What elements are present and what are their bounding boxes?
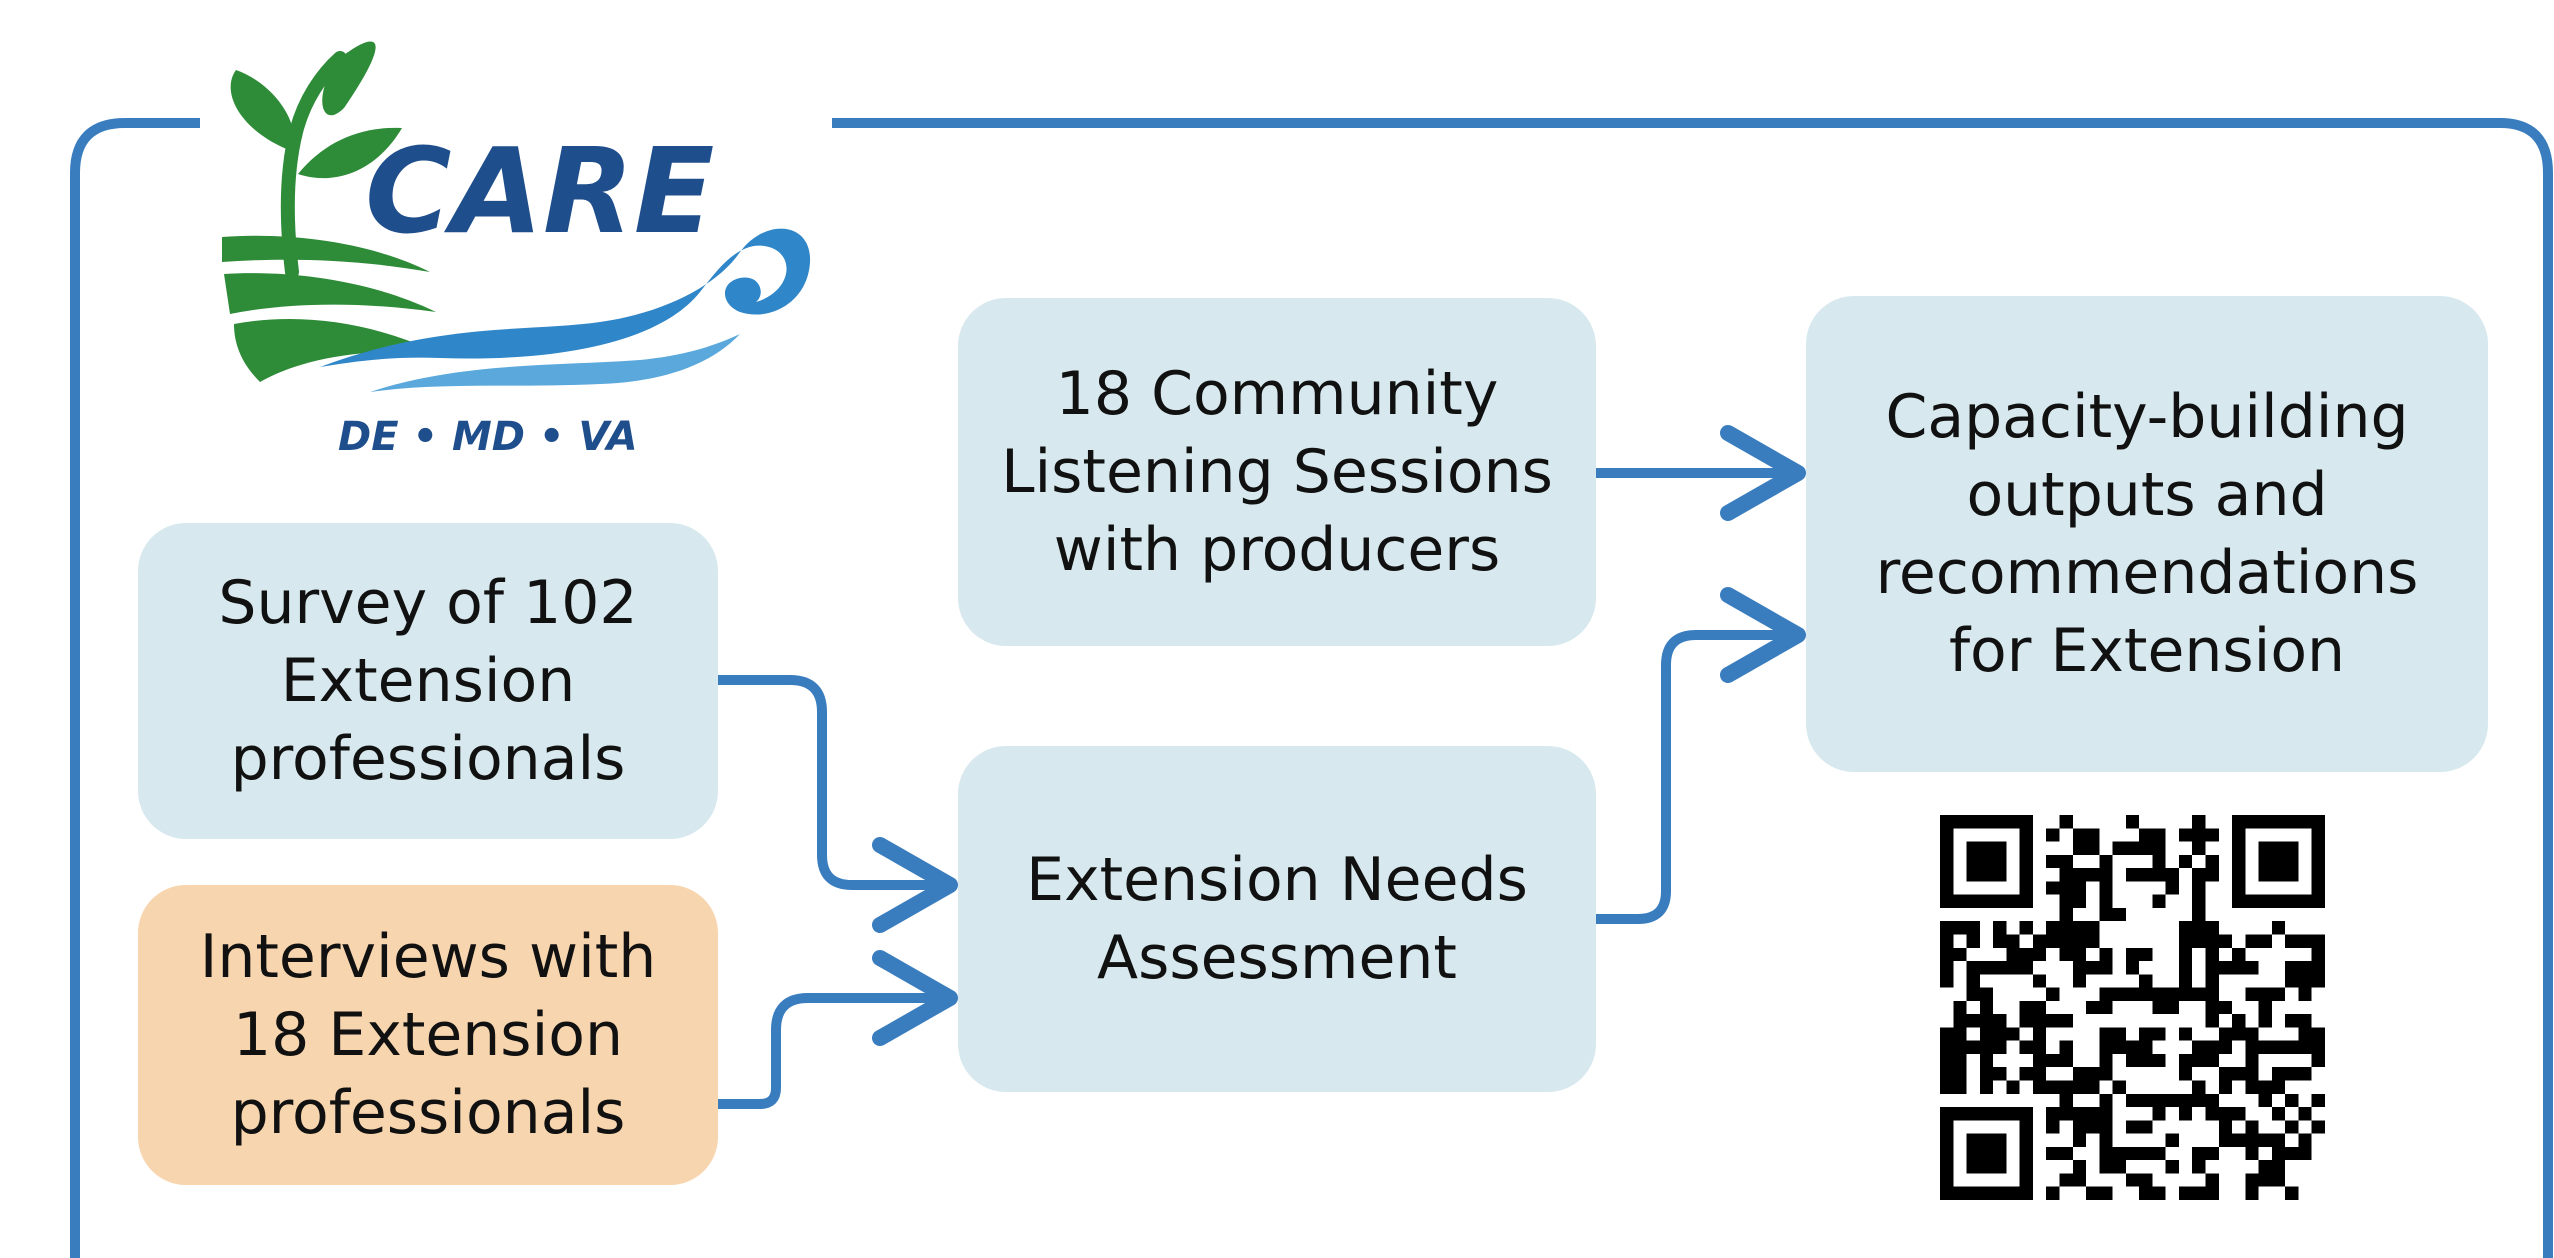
node-listening-sessions: 18 Community Listening Sessions with pro… bbox=[958, 298, 1596, 646]
frame-border bbox=[70, 118, 2553, 1258]
node-interviews-label: Interviews with 18 Extension professiona… bbox=[199, 922, 657, 1148]
node-outputs-label: Capacity-building outputs and recommenda… bbox=[1875, 382, 2419, 686]
node-outputs: Capacity-building outputs and recommenda… bbox=[1806, 296, 2488, 772]
node-needs-assessment-label: Extension Needs Assessment bbox=[1026, 845, 1528, 993]
edge-interviews-to-needs bbox=[718, 950, 958, 1109]
edge-needs-to-outputs bbox=[1596, 587, 1806, 924]
node-listening-sessions-label: 18 Community Listening Sessions with pro… bbox=[1001, 359, 1553, 585]
node-survey: Survey of 102 Extension professionals bbox=[138, 523, 718, 839]
node-interviews: Interviews with 18 Extension professiona… bbox=[138, 885, 718, 1185]
logo-states: DE • MD • VA bbox=[338, 414, 638, 460]
wave-icon bbox=[320, 228, 811, 367]
edge-survey-to-needs bbox=[718, 675, 958, 933]
sprout-icon bbox=[280, 51, 347, 279]
qr-code-icon[interactable] bbox=[1940, 815, 2325, 1200]
care-logo: CARE DE • MD • VA bbox=[222, 41, 811, 460]
logo-title: CARE bbox=[365, 122, 714, 260]
node-needs-assessment: Extension Needs Assessment bbox=[958, 746, 1596, 1092]
node-survey-label: Survey of 102 Extension professionals bbox=[218, 568, 638, 794]
